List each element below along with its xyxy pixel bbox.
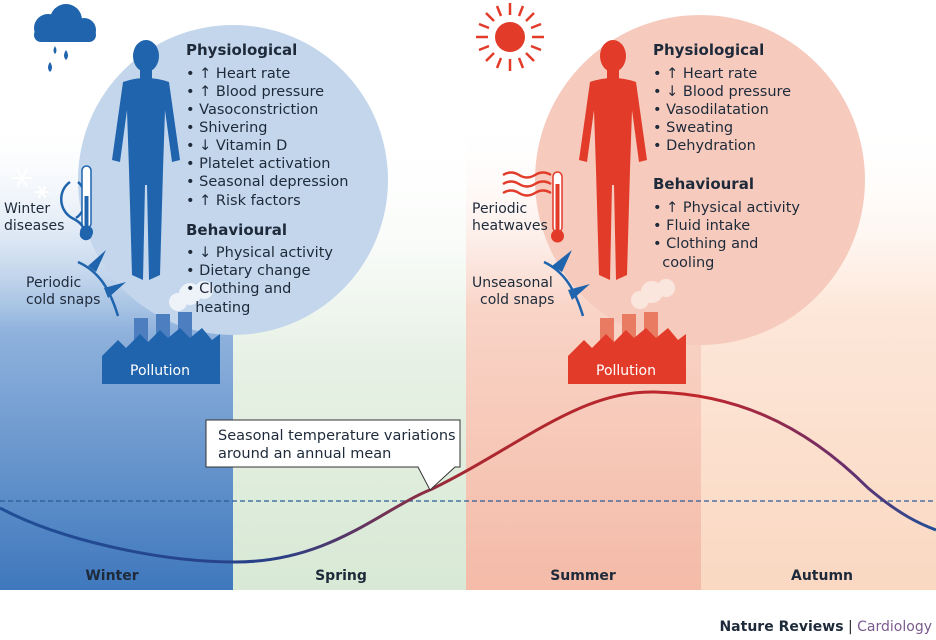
temperature-curve [0, 390, 936, 564]
cold-snap-icon [543, 250, 590, 317]
cold-physiological-item: • Seasonal depression [186, 174, 348, 190]
season-label-summer: Summer [550, 568, 616, 584]
cold-behavioural-item: heating [186, 300, 250, 316]
cold-physiological-title: Physiological [186, 41, 297, 59]
journal-credit: Nature Reviews | Cardiology [719, 619, 932, 635]
factory-icon [568, 279, 686, 384]
pollution-label-cold: Pollution [130, 363, 190, 379]
warm-physiological-item: • ↑ Heart rate [653, 66, 757, 82]
cold-snap-icon [77, 250, 126, 317]
warm-physiological-title: Physiological [653, 41, 764, 59]
unseasonal-cold-snaps-label-2: cold snaps [480, 292, 554, 308]
callout: Seasonal temperature variations around a… [205, 419, 461, 491]
cold-physiological-item: • ↑ Heart rate [186, 66, 290, 82]
warm-physiological-item: • ↓ Blood pressure [653, 84, 791, 100]
pollution-label-warm: Pollution [596, 363, 656, 379]
credit-journal: Nature Reviews [719, 619, 844, 635]
season-label-winter: Winter [85, 568, 138, 584]
callout-line-1: Seasonal temperature variations [218, 428, 456, 444]
cold-physiological-item: • Shivering [186, 120, 267, 136]
cold-physiological-item: • ↓ Vitamin D [186, 138, 287, 154]
thermometer-icon [80, 165, 93, 239]
warm-behavioural-item: • Clothing and [653, 236, 758, 252]
cold-snaps-label-2: cold snaps [26, 292, 100, 308]
heatwaves-label-2: heatwaves [472, 218, 548, 234]
cold-physiological-item: • Platelet activation [186, 156, 330, 172]
cold-behavioural-item: • ↓ Physical activity [186, 245, 333, 261]
callout-line-2: around an annual mean [218, 446, 391, 462]
winter-diseases-label-1: Winter [4, 201, 50, 217]
snowflake-icon [12, 168, 49, 199]
cold-behavioural-item: • Dietary change [186, 263, 310, 279]
credit-section: Cardiology [857, 619, 932, 635]
warm-physiological-item: • Vasodilatation [653, 102, 769, 118]
warm-physiological-item: • Dehydration [653, 138, 756, 154]
thermometer-icon [551, 171, 564, 243]
rain-cloud-icon [34, 4, 96, 72]
heatwave-icon [502, 171, 552, 197]
winter-diseases-label-2: diseases [4, 218, 64, 234]
human-figure-icon [579, 40, 647, 280]
heatwaves-label-1: Periodic [472, 201, 527, 217]
cold-snaps-label-1: Periodic [26, 275, 81, 291]
cold-physiological-item: • Vasoconstriction [186, 102, 318, 118]
warm-behavioural-item: • ↑ Physical activity [653, 200, 800, 216]
cold-behavioural-title: Behavioural [186, 221, 287, 239]
cold-physiological-item: • ↑ Blood pressure [186, 84, 324, 100]
warm-behavioural-item: cooling [653, 255, 714, 271]
human-figure-icon [112, 40, 180, 280]
warm-behavioural-item: • Fluid intake [653, 218, 750, 234]
warm-behavioural-title: Behavioural [653, 175, 754, 193]
sun-icon [476, 3, 544, 71]
cold-physiological-item: • ↑ Risk factors [186, 193, 301, 209]
credit-separator: | [843, 619, 858, 635]
warm-physiological-item: • Sweating [653, 120, 733, 136]
season-label-autumn: Autumn [791, 568, 853, 584]
unseasonal-cold-snaps-label-1: Unseasonal [472, 275, 553, 291]
factory-icon [102, 281, 220, 384]
cold-behavioural-item: • Clothing and [186, 281, 291, 297]
season-label-spring: Spring [315, 568, 367, 584]
